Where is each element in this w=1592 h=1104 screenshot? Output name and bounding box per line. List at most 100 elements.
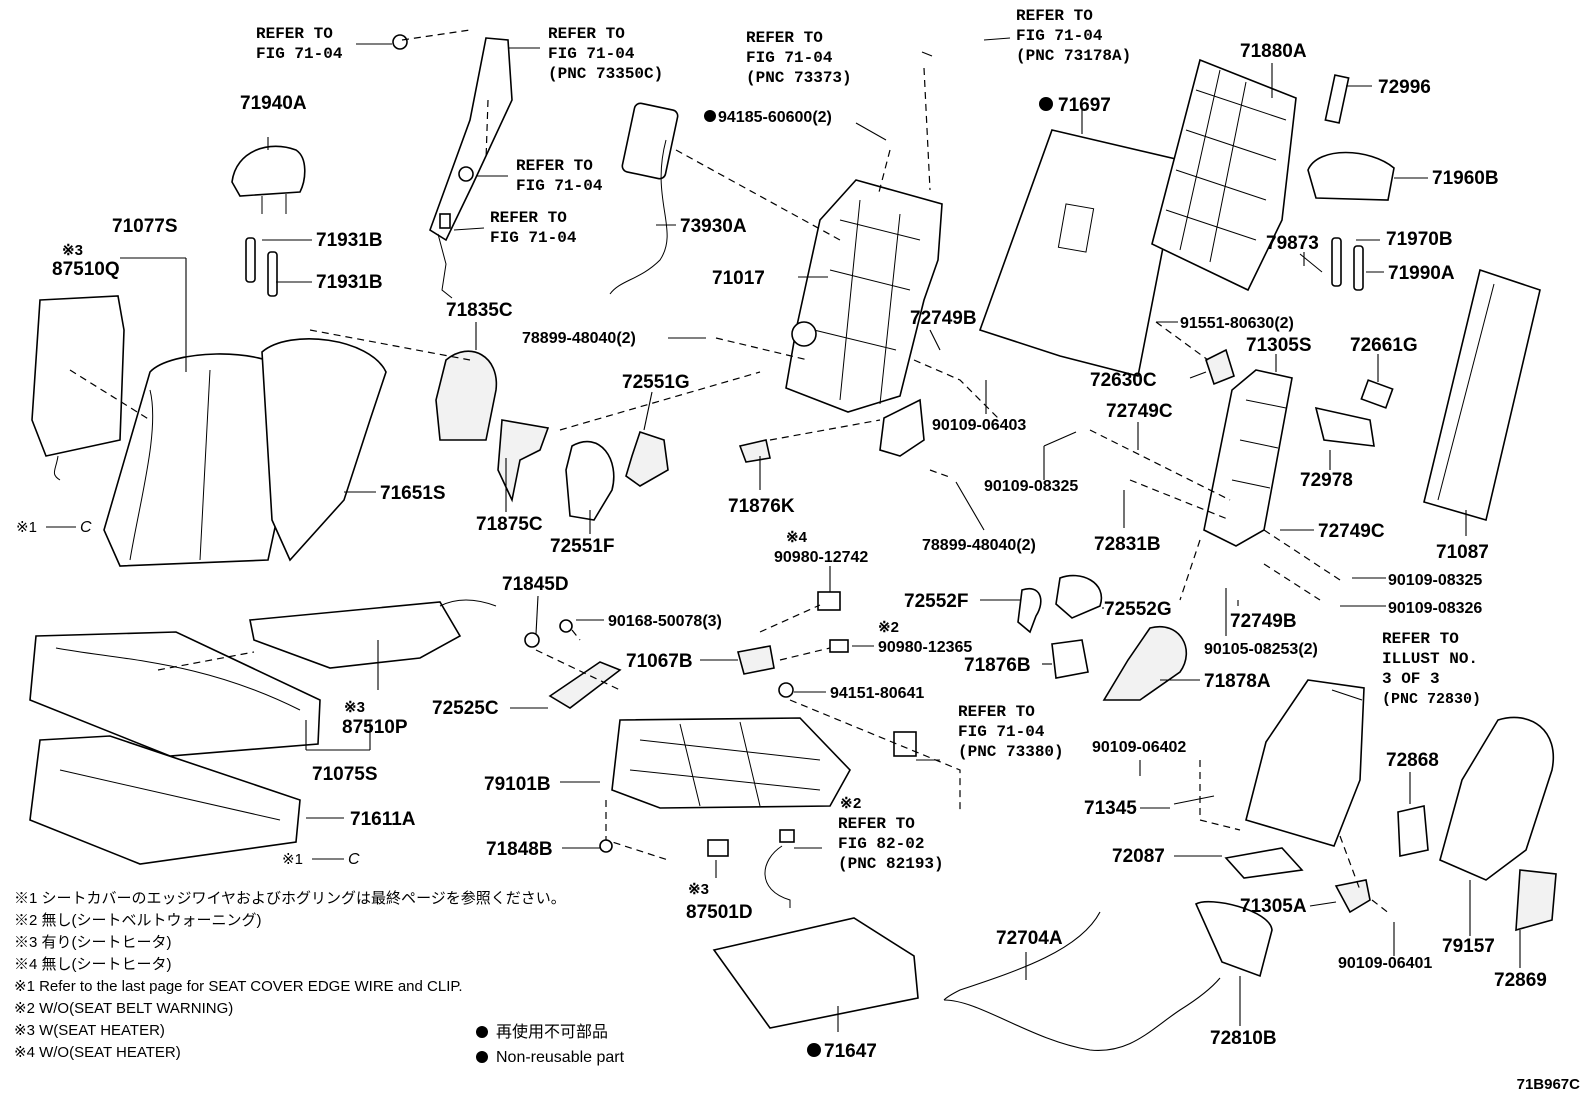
part-label-71647[interactable]: 71647 — [824, 1041, 877, 1062]
part-label-71931b-1[interactable]: 71931B — [316, 230, 383, 251]
part-label-71876b[interactable]: 71876B — [964, 655, 1031, 676]
footnote-jp-2: ※2 無し(シートベルトウォーニング) — [14, 912, 262, 929]
part-label-71305s[interactable]: 71305S — [1246, 335, 1312, 356]
part-label-87501d[interactable]: 87501D — [686, 902, 753, 923]
part-label-71970b[interactable]: 71970B — [1386, 229, 1453, 250]
part-label-71878a[interactable]: 71878A — [1204, 671, 1271, 692]
part-label-90109-06403[interactable]: 90109-06403 — [932, 417, 1026, 434]
part-label-72552f[interactable]: 72552F — [904, 591, 968, 612]
part-label-72661g[interactable]: 72661G — [1350, 335, 1418, 356]
bracket-71876b-drawing — [1051, 639, 1089, 679]
part-label-94185[interactable]: 94185-60600(2) — [718, 109, 832, 126]
part-label-71845d[interactable]: 71845D — [502, 574, 569, 595]
clip-71848b-drawing — [599, 839, 613, 853]
cover-79157-drawing — [1439, 716, 1555, 881]
part-label-71017[interactable]: 71017 — [712, 268, 765, 289]
edge-wire-markers: ※1 C ※1 C — [16, 519, 360, 868]
part-label-72749b-2[interactable]: 72749B — [1230, 611, 1297, 632]
part-label-79101b[interactable]: 79101B — [484, 774, 551, 795]
ref-block-6-line-3: (PNC 73178A) — [1016, 47, 1131, 65]
seat-belt-drawing — [392, 34, 513, 299]
part-label-71876k[interactable]: 71876K — [728, 496, 795, 517]
part-label-71087[interactable]: 71087 — [1436, 542, 1489, 563]
part-label-90105[interactable]: 90105-08253(2) — [1204, 641, 1318, 658]
part-label-87510p[interactable]: 87510P — [342, 717, 408, 738]
part-label-71611a[interactable]: 71611A — [350, 809, 416, 830]
part-label-87510q[interactable]: 87510Q — [52, 259, 120, 280]
ref-block-5[interactable]: REFER TO FIG 71-04 (PNC 73373) — [746, 29, 852, 87]
edge-wire-mark-2: ※1 — [282, 851, 303, 868]
ref-block-7[interactable]: REFER TO FIG 71-04 (PNC 73380) — [958, 703, 1064, 761]
ref-block-4[interactable]: REFER TO FIG 71-04 — [490, 209, 577, 247]
part-label-72996[interactable]: 72996 — [1378, 77, 1431, 98]
part-label-72525c[interactable]: 72525C — [432, 698, 499, 719]
part-label-71875c[interactable]: 71875C — [476, 514, 543, 535]
part-label-72831b[interactable]: 72831B — [1094, 534, 1161, 555]
part-label-71880a[interactable]: 71880A — [1240, 41, 1307, 62]
part-label-79157[interactable]: 79157 — [1442, 936, 1495, 957]
part-label-72869[interactable]: 72869 — [1494, 970, 1547, 991]
part-label-91551[interactable]: 91551-80630(2) — [1180, 315, 1294, 332]
part-label-71305a[interactable]: 71305A — [1240, 896, 1307, 917]
ref-block-6[interactable]: REFER TO FIG 71-04 (PNC 73178A) — [1016, 7, 1131, 65]
part-label-71940a[interactable]: 71940A — [240, 93, 307, 114]
part-label-71067b[interactable]: 71067B — [626, 651, 693, 672]
part-label-72630c[interactable]: 72630C — [1090, 370, 1157, 391]
part-label-71077s[interactable]: 71077S — [112, 216, 178, 237]
part-label-71651s[interactable]: 71651S — [380, 483, 446, 504]
part-label-72749b-1[interactable]: 72749B — [910, 308, 977, 329]
bracket-72978-drawing — [1314, 406, 1375, 447]
part-label-90980-12742[interactable]: 90980-12742 — [774, 549, 868, 566]
ref-block-6-line-1: REFER TO — [1016, 7, 1093, 25]
part-label-71075s[interactable]: 71075S — [312, 764, 378, 785]
part-label-73930a[interactable]: 73930A — [680, 216, 747, 237]
ref-block-1[interactable]: REFER TO FIG 71-04 — [256, 25, 343, 63]
rod-79873-drawing — [1299, 253, 1323, 273]
part-label-78899-a[interactable]: 78899-48040(2) — [522, 330, 636, 347]
part-label-72978[interactable]: 72978 — [1300, 470, 1353, 491]
ref-block-9-line-3: 3 OF 3 — [1382, 670, 1440, 688]
plate-71876k-drawing — [738, 439, 771, 463]
part-label-72551g[interactable]: 72551G — [622, 372, 690, 393]
part-label-90109-08325-b[interactable]: 90109-08325 — [1388, 572, 1482, 589]
part-label-90109-08325-a[interactable]: 90109-08325 — [984, 478, 1078, 495]
part-label-71931b-2[interactable]: 71931B — [316, 272, 383, 293]
part-label-72868[interactable]: 72868 — [1386, 750, 1439, 771]
part-label-94151[interactable]: 94151-80641 — [830, 685, 924, 702]
seatback-cover-lines — [129, 369, 211, 561]
guides-71970b-drawing — [1331, 237, 1364, 291]
seatback-pad-71651s-drawing — [261, 338, 387, 562]
cushion-frame-71611a-drawing — [29, 735, 301, 865]
part-label-71697[interactable]: 71697 — [1058, 95, 1111, 116]
part-label-90109-06401[interactable]: 90109-06401 — [1338, 955, 1432, 972]
part-label-90168[interactable]: 90168-50078(3) — [608, 613, 722, 630]
ref-block-8[interactable]: ※2 REFER TO FIG 82-02 (PNC 82193) — [838, 796, 944, 873]
part-label-90109-08326[interactable]: 90109-08326 — [1388, 600, 1482, 617]
part-label-72704a[interactable]: 72704A — [996, 928, 1063, 949]
cover-72551f-drawing — [565, 440, 615, 521]
ref-block-3[interactable]: REFER TO FIG 71-04 — [516, 157, 603, 195]
sheet-71647-drawing — [712, 917, 919, 1029]
part-label-71990a[interactable]: 71990A — [1388, 263, 1455, 284]
part-label-72749c-1[interactable]: 72749C — [1106, 401, 1173, 422]
note-mark-90980-12742: ※4 — [786, 529, 808, 546]
ref-block-9-line-4: (PNC 72830) — [1382, 691, 1481, 708]
part-label-72810b[interactable]: 72810B — [1210, 1028, 1277, 1049]
part-label-90109-06402[interactable]: 90109-06402 — [1092, 739, 1186, 756]
ref-block-9[interactable]: REFER TO ILLUST NO. 3 OF 3 (PNC 72830) — [1382, 630, 1481, 708]
ref-block-2[interactable]: REFER TO FIG 71-04 (PNC 73350C) — [548, 25, 663, 83]
part-label-71848b[interactable]: 71848B — [486, 839, 553, 860]
part-label-79873[interactable]: 79873 — [1266, 233, 1319, 254]
part-label-71960b[interactable]: 71960B — [1432, 168, 1499, 189]
part-label-72552g[interactable]: 72552G — [1104, 599, 1172, 620]
handle-72810b-drawing — [1194, 900, 1273, 978]
part-label-71345[interactable]: 71345 — [1084, 798, 1137, 819]
part-label-72087[interactable]: 72087 — [1112, 846, 1165, 867]
part-label-71835c[interactable]: 71835C — [446, 300, 513, 321]
part-label-90980-12365[interactable]: 90980-12365 — [878, 639, 972, 656]
knob-72661g-drawing — [1360, 379, 1394, 409]
part-label-78899-b[interactable]: 78899-48040(2) — [922, 537, 1036, 554]
ref-block-2-line-1: REFER TO — [548, 25, 625, 43]
part-label-72749c-2[interactable]: 72749C — [1318, 521, 1385, 542]
part-label-72551f[interactable]: 72551F — [550, 536, 614, 557]
